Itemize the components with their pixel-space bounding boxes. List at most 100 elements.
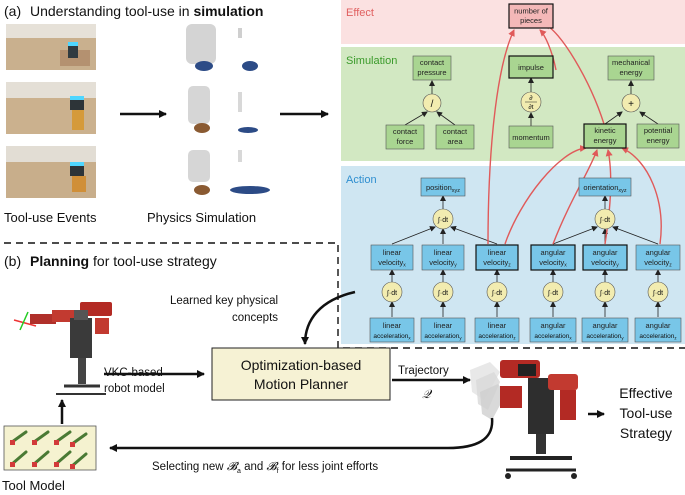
svg-text:energy: energy: [594, 136, 617, 145]
svg-text:∫·dt: ∫·dt: [652, 290, 663, 297]
node-orientation-xyz: orientationxyz: [578, 177, 632, 197]
svg-text:accelerationy: accelerationy: [586, 333, 624, 341]
panel-a-title: Understanding tool-use in simulation: [30, 3, 263, 19]
svg-text:contact: contact: [443, 127, 468, 136]
node-integral-angular-z: ∫·dt: [647, 281, 669, 303]
svg-text:Motion Planner: Motion Planner: [254, 376, 349, 392]
svg-text:angular: angular: [592, 248, 618, 257]
svg-text:potential: potential: [644, 126, 673, 135]
panel-b-title: Planning for tool-use strategy: [30, 253, 217, 269]
robot-model-render: [13, 302, 112, 395]
node-contact-area: contact area: [435, 124, 475, 150]
node-number-of-pieces: number of pieces: [508, 3, 554, 29]
node-angular-velocity-x: angular velocityx: [530, 244, 576, 271]
svg-text:pieces: pieces: [520, 16, 542, 25]
panel-a-label: (a): [4, 3, 21, 19]
feedback-label: Selecting new 𝓑a and 𝓑f for less joint e…: [152, 461, 378, 475]
caption-physics-simulation: Physics Simulation: [147, 210, 256, 225]
node-time-derivative-operator: ∂ ∂t: [520, 91, 542, 113]
tool-model-grid: [3, 425, 97, 471]
svg-text:∫·dt: ∫·dt: [547, 290, 558, 297]
node-angular-acceleration-y: angular accelerationy: [581, 317, 629, 343]
svg-text:/: /: [431, 99, 434, 110]
physics-simulation-renders: [186, 24, 270, 195]
svg-text:momentum: momentum: [512, 133, 550, 142]
svg-text:mechanical: mechanical: [612, 58, 650, 67]
node-contact-pressure: contact pressure: [412, 55, 452, 81]
node-impulse: impulse: [508, 55, 554, 79]
node-integral-angular-x: ∫·dt: [542, 281, 564, 303]
svg-text:area: area: [447, 137, 463, 146]
svg-text:velocityy: velocityy: [591, 258, 619, 269]
svg-text:velocityz: velocityz: [644, 258, 672, 269]
node-linear-acceleration-x: linear accelerationx: [369, 317, 415, 343]
node-linear-acceleration-y: linear accelerationy: [420, 317, 466, 343]
svg-text:accelerationy: accelerationy: [424, 333, 462, 341]
svg-text:∫·dt: ∫·dt: [386, 290, 397, 297]
node-integral-angular-y: ∫·dt: [594, 281, 616, 303]
trajectory-symbol: 𝒬: [422, 387, 433, 401]
svg-text:angular: angular: [540, 248, 566, 257]
node-angular-velocity-y: angular velocityy: [582, 244, 628, 271]
node-position-xyz: positionxyz: [420, 177, 466, 197]
svg-text:linear: linear: [434, 321, 453, 330]
svg-text:velocityx: velocityx: [539, 258, 567, 269]
svg-text:linear: linear: [434, 248, 453, 257]
node-angular-acceleration-x: angular accelerationx: [529, 317, 577, 343]
svg-text:orientationxyz: orientationxyz: [583, 183, 627, 194]
svg-text:linear: linear: [383, 248, 402, 257]
svg-text:∂: ∂: [529, 95, 532, 102]
svg-text:energy: energy: [620, 68, 643, 77]
svg-text:linear: linear: [383, 321, 402, 330]
robot-execution-render: [470, 360, 578, 479]
svg-text:kinetic: kinetic: [594, 126, 616, 135]
svg-text:linear: linear: [488, 321, 507, 330]
node-plus-operator: +: [621, 93, 641, 113]
svg-text:+: +: [628, 99, 634, 110]
node-linear-velocity-y: linear velocityy: [421, 244, 465, 271]
node-kinetic-energy: kinetic energy: [583, 123, 627, 149]
svg-text:angular: angular: [645, 321, 671, 330]
learned-concepts-label-2: concepts: [232, 312, 278, 324]
svg-text:pressure: pressure: [417, 68, 446, 77]
svg-text:velocityz: velocityz: [483, 258, 511, 269]
svg-text:energy: energy: [647, 136, 670, 145]
svg-text:angular: angular: [592, 321, 618, 330]
svg-text:∫·dt: ∫·dt: [491, 290, 502, 297]
node-linear-velocity-z: linear velocityz: [475, 244, 519, 271]
svg-text:linear: linear: [488, 248, 507, 257]
node-integral-position: ∫·dt: [432, 208, 454, 230]
svg-text:Optimization-based: Optimization-based: [241, 357, 362, 373]
physical-concept-graph: Effect Simulation Action: [341, 0, 685, 344]
node-integral-orientation: ∫·dt: [594, 208, 616, 230]
svg-text:∫·dt: ∫·dt: [437, 217, 448, 224]
arrow-concepts-to-planner: [301, 290, 356, 345]
svg-text:∂t: ∂t: [528, 104, 533, 111]
tool-use-event-photos: [6, 24, 96, 198]
svg-text:positionxyz: positionxyz: [426, 183, 460, 194]
panel-b-dashed-border: [4, 242, 685, 349]
effect-layer-label: Effect: [346, 7, 374, 19]
arrow-feedback-to-tool-model: [109, 417, 494, 452]
concept-edges: [389, 77, 661, 317]
svg-text:impulse: impulse: [518, 63, 544, 72]
svg-text:velocityy: velocityy: [429, 258, 457, 269]
svg-text:accelerationx: accelerationx: [373, 333, 411, 341]
tool-model-label: Tool Model: [2, 478, 65, 493]
motion-planner-box: Optimization-based Motion Planner: [211, 347, 391, 401]
action-layer-label: Action: [346, 174, 377, 186]
svg-text:contact: contact: [393, 127, 418, 136]
svg-text:accelerationx: accelerationx: [534, 333, 572, 341]
effective-label-3: Strategy: [620, 425, 672, 441]
svg-text:velocityx: velocityx: [378, 258, 406, 269]
node-contact-force: contact force: [385, 124, 425, 150]
svg-text:force: force: [397, 137, 414, 146]
svg-text:number of: number of: [514, 7, 549, 16]
svg-text:∫·dt: ∫·dt: [599, 290, 610, 297]
node-momentum: momentum: [508, 125, 554, 149]
node-mechanical-energy: mechanical energy: [607, 55, 655, 81]
svg-text:∫·dt: ∫·dt: [599, 217, 610, 224]
node-integral-linear-x: ∫·dt: [381, 281, 403, 303]
effective-label-2: Tool-use: [620, 405, 673, 421]
